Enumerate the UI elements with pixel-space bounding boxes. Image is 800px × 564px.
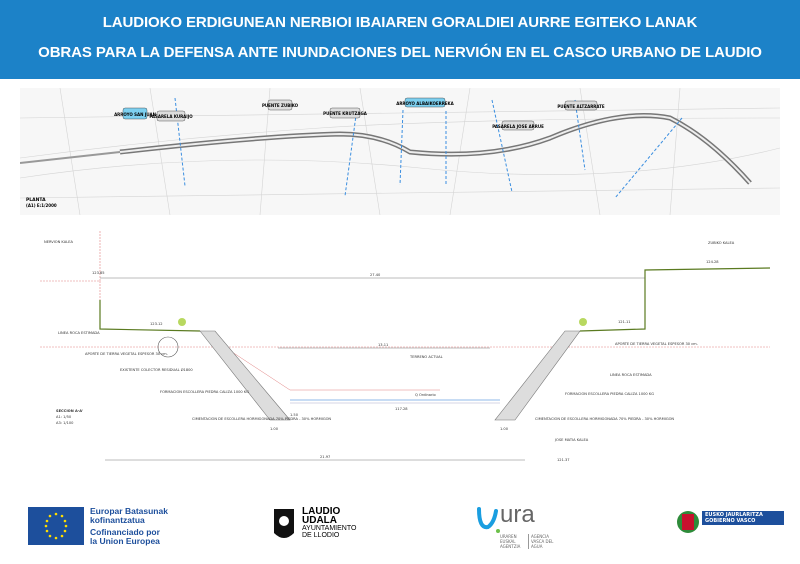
- riprap-right: [494, 330, 581, 421]
- gv-line-1: EUSKO JAURLARITZA: [705, 512, 763, 518]
- plan-label-pasarela-jose-arrue: PASARELA JOSE ARRUE: [492, 120, 544, 131]
- header-banner: LAUDIOKO ERDIGUNEAN NERBIOI IBAIAREN GOR…: [0, 0, 800, 79]
- drawing-annotation: PUENTE ALTZARRATE: [557, 104, 604, 109]
- section-lines: [174, 97, 683, 199]
- drawing-annotation: A1: 1/50: [56, 415, 72, 419]
- drawing-annotation: 27.40: [370, 273, 381, 277]
- plan-label-arroyo-albaikoerreka: ARROYO ALBAIKOERREKA: [396, 97, 455, 108]
- eu-line-2: kofinantzatua: [90, 515, 145, 525]
- drawing-annotation: FORMACION ESCOLLERA PIEDRA CALIZA 1000 K…: [565, 392, 654, 396]
- drawing-annotation: 124.28: [706, 260, 719, 264]
- drawing-annotation: 13.11: [378, 343, 388, 347]
- plan-label-puente-zubiko: PUENTE ZUBIKO: [262, 99, 299, 111]
- drawing-annotation: PUENTE ZUBIKO: [262, 103, 299, 108]
- laudio-line-4: DE LLODIO: [302, 532, 340, 539]
- plan-label-pasarela-kuraijo: PASARELA KURAIJO: [149, 110, 193, 122]
- drawing-annotation: APORTE DE TIERRA VEGETAL ESPESOR 30 cm.: [615, 342, 698, 346]
- drawing-annotation: JOSE MATIA KALEA: [554, 438, 589, 442]
- drawing-annotation: ARROYO ALBAIKOERREKA: [396, 101, 454, 106]
- plan-label-puente-altzarrate: PUENTE ALTZARRATE: [557, 100, 605, 111]
- plan-title: PLANTA: [26, 197, 46, 203]
- drawing-annotation: 1.50: [290, 413, 299, 417]
- drawing-annotation: LINEA ROCA ESTIMADA: [58, 331, 100, 335]
- drawing-annotation: 121.11: [618, 320, 631, 324]
- drawing-annotation: CIMENTACION DE ESCOLLERA HORMIGONADA 70%…: [535, 417, 674, 421]
- eu-line-1: Europar Batasunak: [90, 506, 168, 516]
- ura-wordmark: ura: [500, 501, 535, 528]
- drawing-annotation: CIMENTACION DE ESCOLLERA HORMIGONADA 70%…: [192, 417, 331, 421]
- laudio-line-3: AYUNTAMIENTO: [302, 525, 357, 532]
- section-title: SECCION A-A': [56, 409, 83, 413]
- left-street: NERVION KALEA: [44, 240, 73, 244]
- cross-section: NERVION KALEA 123.65 27.40 123.12 LINEA …: [40, 230, 771, 462]
- plan-scale: (A1) E:1/2000: [26, 203, 57, 208]
- plan-label-puente-krutzaga: PUENTE KRUTZAGA: [323, 107, 368, 119]
- drawing-annotation: LINEA ROCA ESTIMADA: [610, 373, 652, 377]
- laudio-line-2: UDALA: [302, 515, 337, 526]
- laudio-line-1: LAUDIO: [302, 506, 341, 517]
- laudio-shield-icon: [274, 509, 294, 538]
- basque-coat-of-arms-icon: [677, 511, 699, 533]
- drawing-annotation: EXISTENTE COLECTOR RESIDUAL Ø1800: [120, 367, 193, 372]
- title-basque: LAUDIOKO ERDIGUNEAN NERBIOI IBAIAREN GOR…: [102, 14, 698, 31]
- drawing-annotation: 117.28: [395, 407, 408, 411]
- drawing-annotation: Q Ordinario: [415, 393, 436, 397]
- right-street: ZUBIKO KALEA: [708, 241, 735, 245]
- drawing-annotation: 1.00: [270, 427, 279, 431]
- drawing-annotation: APORTE DE TIERRA VEGETAL ESPESOR 30 cm.: [85, 352, 168, 356]
- drawing-annotation: FORMACION ESCOLLERA PIEDRA CALIZA 1000 K…: [160, 390, 249, 394]
- drawing-annotation: 21.97: [320, 455, 330, 459]
- riprap-left: [199, 330, 291, 421]
- plan-view: ARROYO SAN JUAN PASARELA KURAIJO PUENTE …: [20, 88, 780, 215]
- drawing-annotation: PASARELA KURAIJO: [149, 114, 193, 119]
- ura-logo: ura URAREN EUSKAL AGENTZIA AGENCIA VASCA…: [476, 501, 576, 549]
- drawing-annotation: ARROYO SAN JUAN: [114, 112, 156, 117]
- drawing-annotation: 123.12: [150, 322, 163, 326]
- eu-flag-icon: [28, 507, 84, 545]
- drawing-annotation: PUENTE KRUTZAGA: [323, 111, 368, 116]
- gv-line-2: GOBIERNO VASCO: [705, 518, 756, 524]
- title-spanish: OBRAS PARA LA DEFENSA ANTE INUNDACIONES …: [38, 44, 762, 61]
- eu-line-4: la Union Europea: [90, 536, 160, 546]
- drawing-annotation: A3: 1/100: [56, 421, 74, 425]
- drawing-annotation: PASARELA JOSE ARRUE: [492, 124, 544, 129]
- drawing-annotation: 1.00: [500, 427, 509, 431]
- ura-spanish-name: AGENCIA VASCA DEL AGUA: [528, 534, 554, 549]
- eu-line-3: Cofinanciado por: [90, 527, 160, 537]
- drawing-annotation: 121.37: [557, 458, 570, 462]
- ura-basque-name: URAREN EUSKAL AGENTZIA: [500, 534, 521, 549]
- drawing-annotation: TERRENO ACTUAL: [409, 355, 443, 359]
- drawing-annotation: 123.65: [92, 271, 105, 275]
- plan-label-arroyo-san-juan: ARROYO SAN JUAN: [114, 107, 156, 120]
- ura-wave-icon: [477, 507, 500, 533]
